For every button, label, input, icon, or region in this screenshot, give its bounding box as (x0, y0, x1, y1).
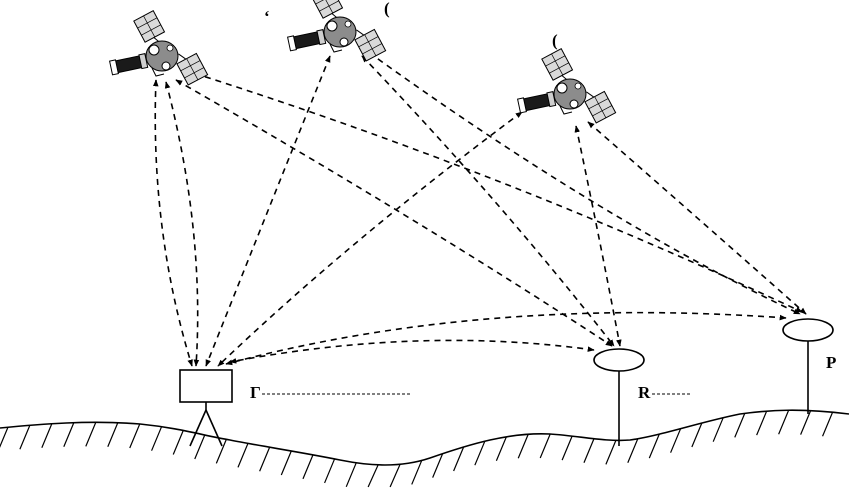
ground-hatch (756, 410, 768, 436)
rover-1-label: R (638, 383, 651, 402)
base-station (179, 369, 233, 447)
ground-hatch (712, 417, 724, 442)
ground-surface (0, 409, 849, 466)
satellite-3-label: ( (552, 31, 558, 50)
ground-hatch (670, 428, 682, 453)
antenna-receiver-icon (593, 348, 645, 372)
ground-hatch (0, 426, 9, 448)
signal-links (152, 45, 807, 367)
satellite-icon (109, 1, 209, 94)
ground-hatch (129, 423, 141, 449)
ground-hatch (41, 423, 53, 448)
ground-hatch (583, 438, 595, 463)
ground-hatch (324, 458, 336, 484)
satellite-1 (109, 1, 209, 94)
ground-hatch (648, 433, 660, 459)
satellite-2-label: ( (384, 0, 390, 18)
link-rover1-base (229, 339, 595, 364)
ground-hatch (63, 422, 75, 447)
ground-hatch (734, 413, 746, 438)
ground-hatch (691, 422, 703, 448)
ground-hatch (302, 454, 314, 480)
link-sat3-rover2 (587, 121, 807, 315)
ground-hatch (367, 464, 379, 488)
ground-hatching (0, 410, 834, 488)
ground-hatch (453, 446, 465, 472)
link-sat1-base (152, 79, 193, 367)
base-station-label: Г (250, 383, 261, 402)
satellite-1-label: ‘ (264, 7, 270, 26)
ground-hatch (151, 426, 163, 451)
link-sat2-base (205, 55, 331, 367)
ground-hatch (172, 430, 184, 455)
satellite-icon (517, 39, 617, 132)
rover-1 (593, 348, 645, 446)
ground-hatch (107, 422, 119, 447)
link-sat1-base-b (164, 81, 200, 367)
satellite-3 (517, 39, 617, 132)
link-sat1-rover2 (183, 69, 803, 313)
ground-hatch (517, 433, 529, 459)
ground-hatch (627, 438, 639, 464)
ground-hatch (539, 433, 551, 459)
ground-hatch (605, 440, 617, 465)
ground-hatch (800, 410, 812, 435)
satellite-2 (287, 0, 387, 70)
rover-2-label: Р (826, 353, 836, 372)
ground-hatch (822, 411, 834, 437)
rover-2 (782, 318, 834, 414)
ground-hatch (495, 436, 507, 462)
ground-hatch (19, 425, 31, 450)
satellite-icon (287, 0, 387, 70)
ground-hatch (215, 439, 227, 464)
ground-hatch (259, 447, 271, 472)
tripod-receiver-icon (179, 369, 233, 403)
ground-hatch (389, 464, 401, 488)
ground-hatch (561, 435, 573, 461)
ground-hatch (778, 410, 790, 435)
link-rover2-base (225, 311, 787, 366)
ground-hatch (85, 422, 97, 447)
ground-hatch (237, 443, 249, 468)
ground-hatch (432, 453, 444, 478)
antenna-receiver-icon (782, 318, 834, 342)
ground-hatch (280, 450, 292, 476)
link-sat1-rover1 (175, 79, 613, 347)
ground-hatch (345, 462, 357, 488)
ground-hatch (194, 434, 206, 460)
link-sat3-base (217, 111, 523, 367)
ground-hatch (411, 460, 423, 485)
ground-hatch (474, 440, 486, 466)
